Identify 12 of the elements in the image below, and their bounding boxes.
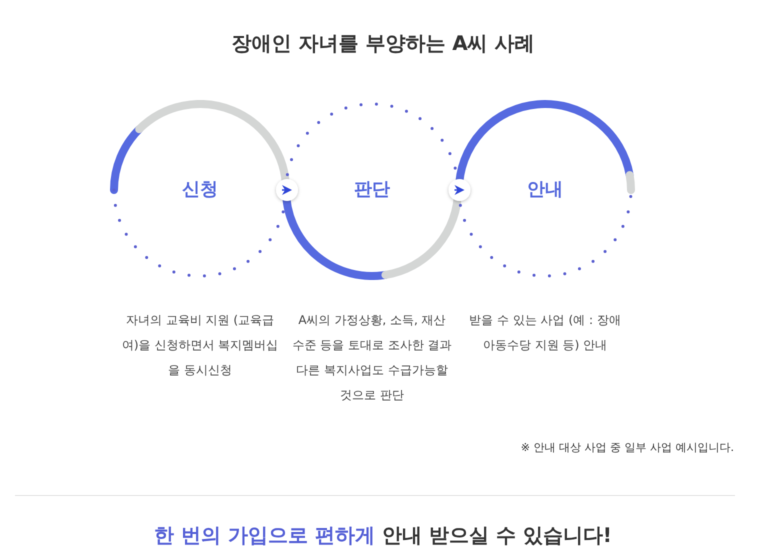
arrow bbox=[454, 185, 464, 195]
closing-text: 안내 받으실 수 있습니다! bbox=[382, 523, 612, 547]
arrow bbox=[282, 185, 292, 195]
step-label: 판단 bbox=[353, 178, 391, 202]
step-description: 자녀의 교육비 지원 (교육급여)을 신청하면서 복지멤버십을 동시신청 bbox=[120, 312, 280, 379]
step-label: 신청 bbox=[181, 178, 219, 202]
step-label: 안내 bbox=[526, 178, 564, 202]
step-description: 받을 수 있는 사업 (예 : 장애아동수당 지원 등) 안내 bbox=[468, 312, 622, 354]
step-description: A씨의 가정상황, 소득, 재산 수준 등을 토대로 조사한 결과 다른 복지사업도 수급가능할 것으로 판단 bbox=[292, 312, 452, 404]
footnote: ※ 안내 대상 사업 중 일부 사업 예시입니다. bbox=[520, 440, 734, 455]
highlight-text: 한 번의 가입으로 편하게 bbox=[154, 523, 375, 547]
diagram-title: 장애인 자녀를 부양하는 A씨 사례 bbox=[230, 30, 536, 57]
